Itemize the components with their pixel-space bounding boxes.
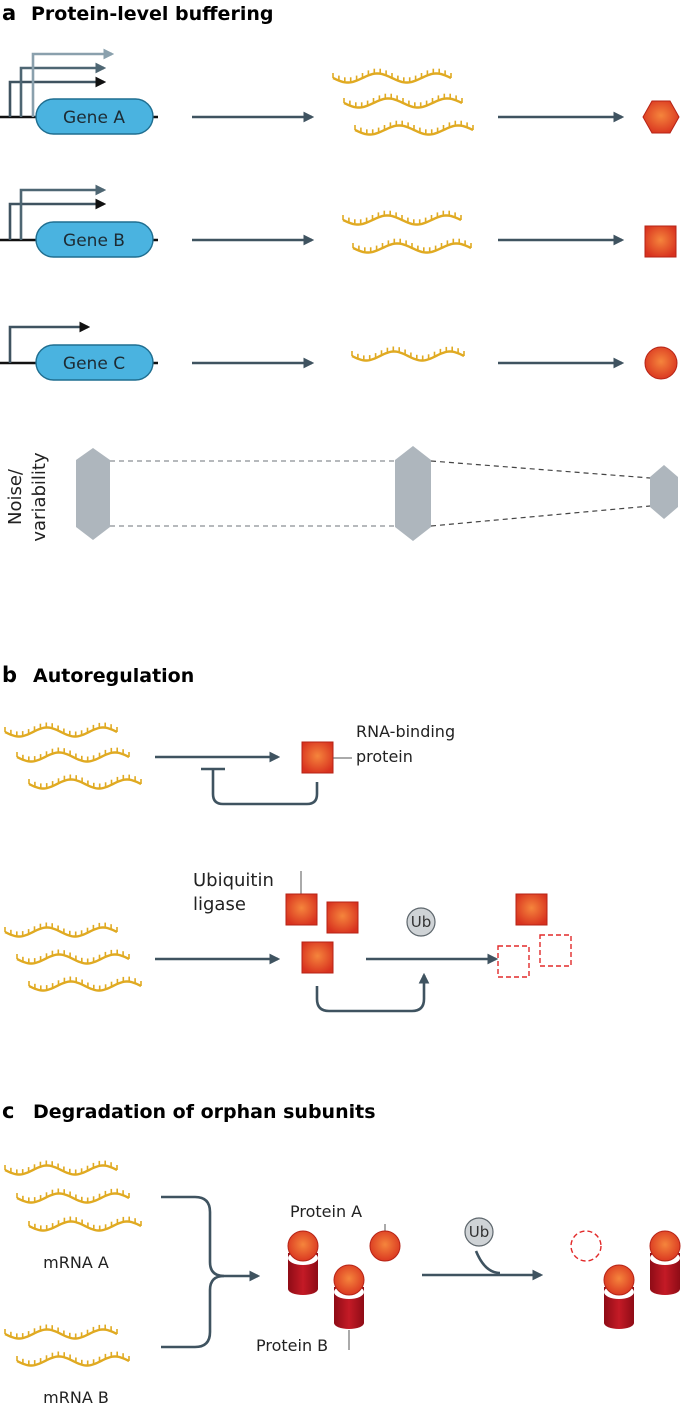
mrna-group-a <box>332 68 474 136</box>
mrna-strand <box>16 747 130 763</box>
gene-c-row: Gene C <box>0 321 158 381</box>
mrna-group-c-a <box>4 1160 142 1232</box>
mrna-b-label: mRNA B <box>43 1388 109 1407</box>
ligase-label-line1: Ubiquitin <box>193 870 274 891</box>
panel-b-title: Autoregulation <box>33 665 194 687</box>
noise-bar-gene <box>76 448 110 540</box>
dashed-guide-top-right <box>430 460 651 479</box>
feedback-loop <box>315 972 430 1013</box>
mrna-strand <box>28 774 142 790</box>
mrna-strand <box>28 1216 142 1232</box>
gene-b-label: Gene B <box>63 231 125 251</box>
mrna-strand <box>28 976 142 992</box>
ligase-square-3 <box>301 941 334 974</box>
inhibition-loop <box>211 769 319 806</box>
orphan-protein-a <box>369 1230 401 1262</box>
mrna-group-b <box>342 210 472 254</box>
protein-hexagon <box>642 100 680 134</box>
noise-label-line1: Noise/ <box>5 468 26 525</box>
remaining-square <box>515 893 548 926</box>
ub-tag-curve <box>474 1250 501 1275</box>
bracket-upper <box>161 1195 261 1282</box>
mrna-strand <box>16 949 130 965</box>
mrna-a-label: mRNA A <box>43 1253 109 1272</box>
rbp-label-line1: RNA-binding <box>356 722 455 741</box>
panel-a-letter: a <box>2 1 16 25</box>
mrna-strand <box>352 238 472 254</box>
mrna-strand <box>343 93 463 109</box>
mrna-group-b1 <box>4 722 142 790</box>
gene-c-box <box>35 344 154 381</box>
gene-a-row: Gene A <box>0 48 158 135</box>
ub-label-c: Ub <box>469 1223 490 1241</box>
bracket-lower <box>161 1274 225 1349</box>
mrna-strand <box>4 722 118 738</box>
noise-bar-mrna <box>395 446 431 541</box>
panel-c-letter: c <box>2 1099 14 1123</box>
mrna-strand <box>4 1324 118 1340</box>
gene-c-label: Gene C <box>63 354 125 374</box>
panel-c-title: Degradation of orphan subunits <box>33 1101 376 1123</box>
complex-4 <box>649 1230 681 1295</box>
mrna-strand <box>16 1351 130 1367</box>
noise-label-line2: variability <box>29 452 50 542</box>
protein-square <box>644 225 677 258</box>
mrna-strand <box>342 210 462 226</box>
ub-label-b: Ub <box>411 913 432 931</box>
degraded-square-1 <box>539 934 572 967</box>
gene-a-label: Gene A <box>63 108 125 128</box>
ligase-label-line2: ligase <box>193 894 246 915</box>
gene-b-box <box>35 221 154 258</box>
protein-circle <box>644 346 678 380</box>
mrna-group-c <box>351 346 465 362</box>
gene-b-row: Gene B <box>0 184 158 258</box>
ligase-square-2 <box>326 901 359 934</box>
panel-a-title: Protein-level buffering <box>31 3 273 25</box>
mrna-strand <box>4 922 118 938</box>
complex-3 <box>603 1264 635 1329</box>
mrna-group-b2 <box>4 922 142 992</box>
ub-circle-c <box>464 1217 494 1247</box>
protein-b-label: Protein B <box>256 1336 328 1355</box>
dashed-guide-bottom-right <box>430 505 651 527</box>
mrna-strand <box>16 1188 130 1204</box>
noise-bar-protein <box>650 465 678 519</box>
mrna-strand <box>351 346 465 362</box>
mrna-strand <box>4 1160 118 1176</box>
complex-2 <box>333 1264 365 1329</box>
mrna-strand <box>332 68 452 84</box>
protein-a-label: Protein A <box>290 1202 362 1221</box>
ligase-square-1 <box>285 893 318 926</box>
mrna-strand <box>354 120 474 136</box>
mrna-group-c-b <box>4 1324 130 1367</box>
rbp-label-line2: protein <box>356 747 413 766</box>
degraded-protein-a <box>570 1230 602 1262</box>
gene-a-box <box>35 98 154 135</box>
ub-circle-b <box>406 907 436 937</box>
rbp-square <box>301 741 334 774</box>
complex-1 <box>287 1230 319 1295</box>
panel-b-letter: b <box>2 663 17 687</box>
degraded-square-2 <box>497 945 530 978</box>
